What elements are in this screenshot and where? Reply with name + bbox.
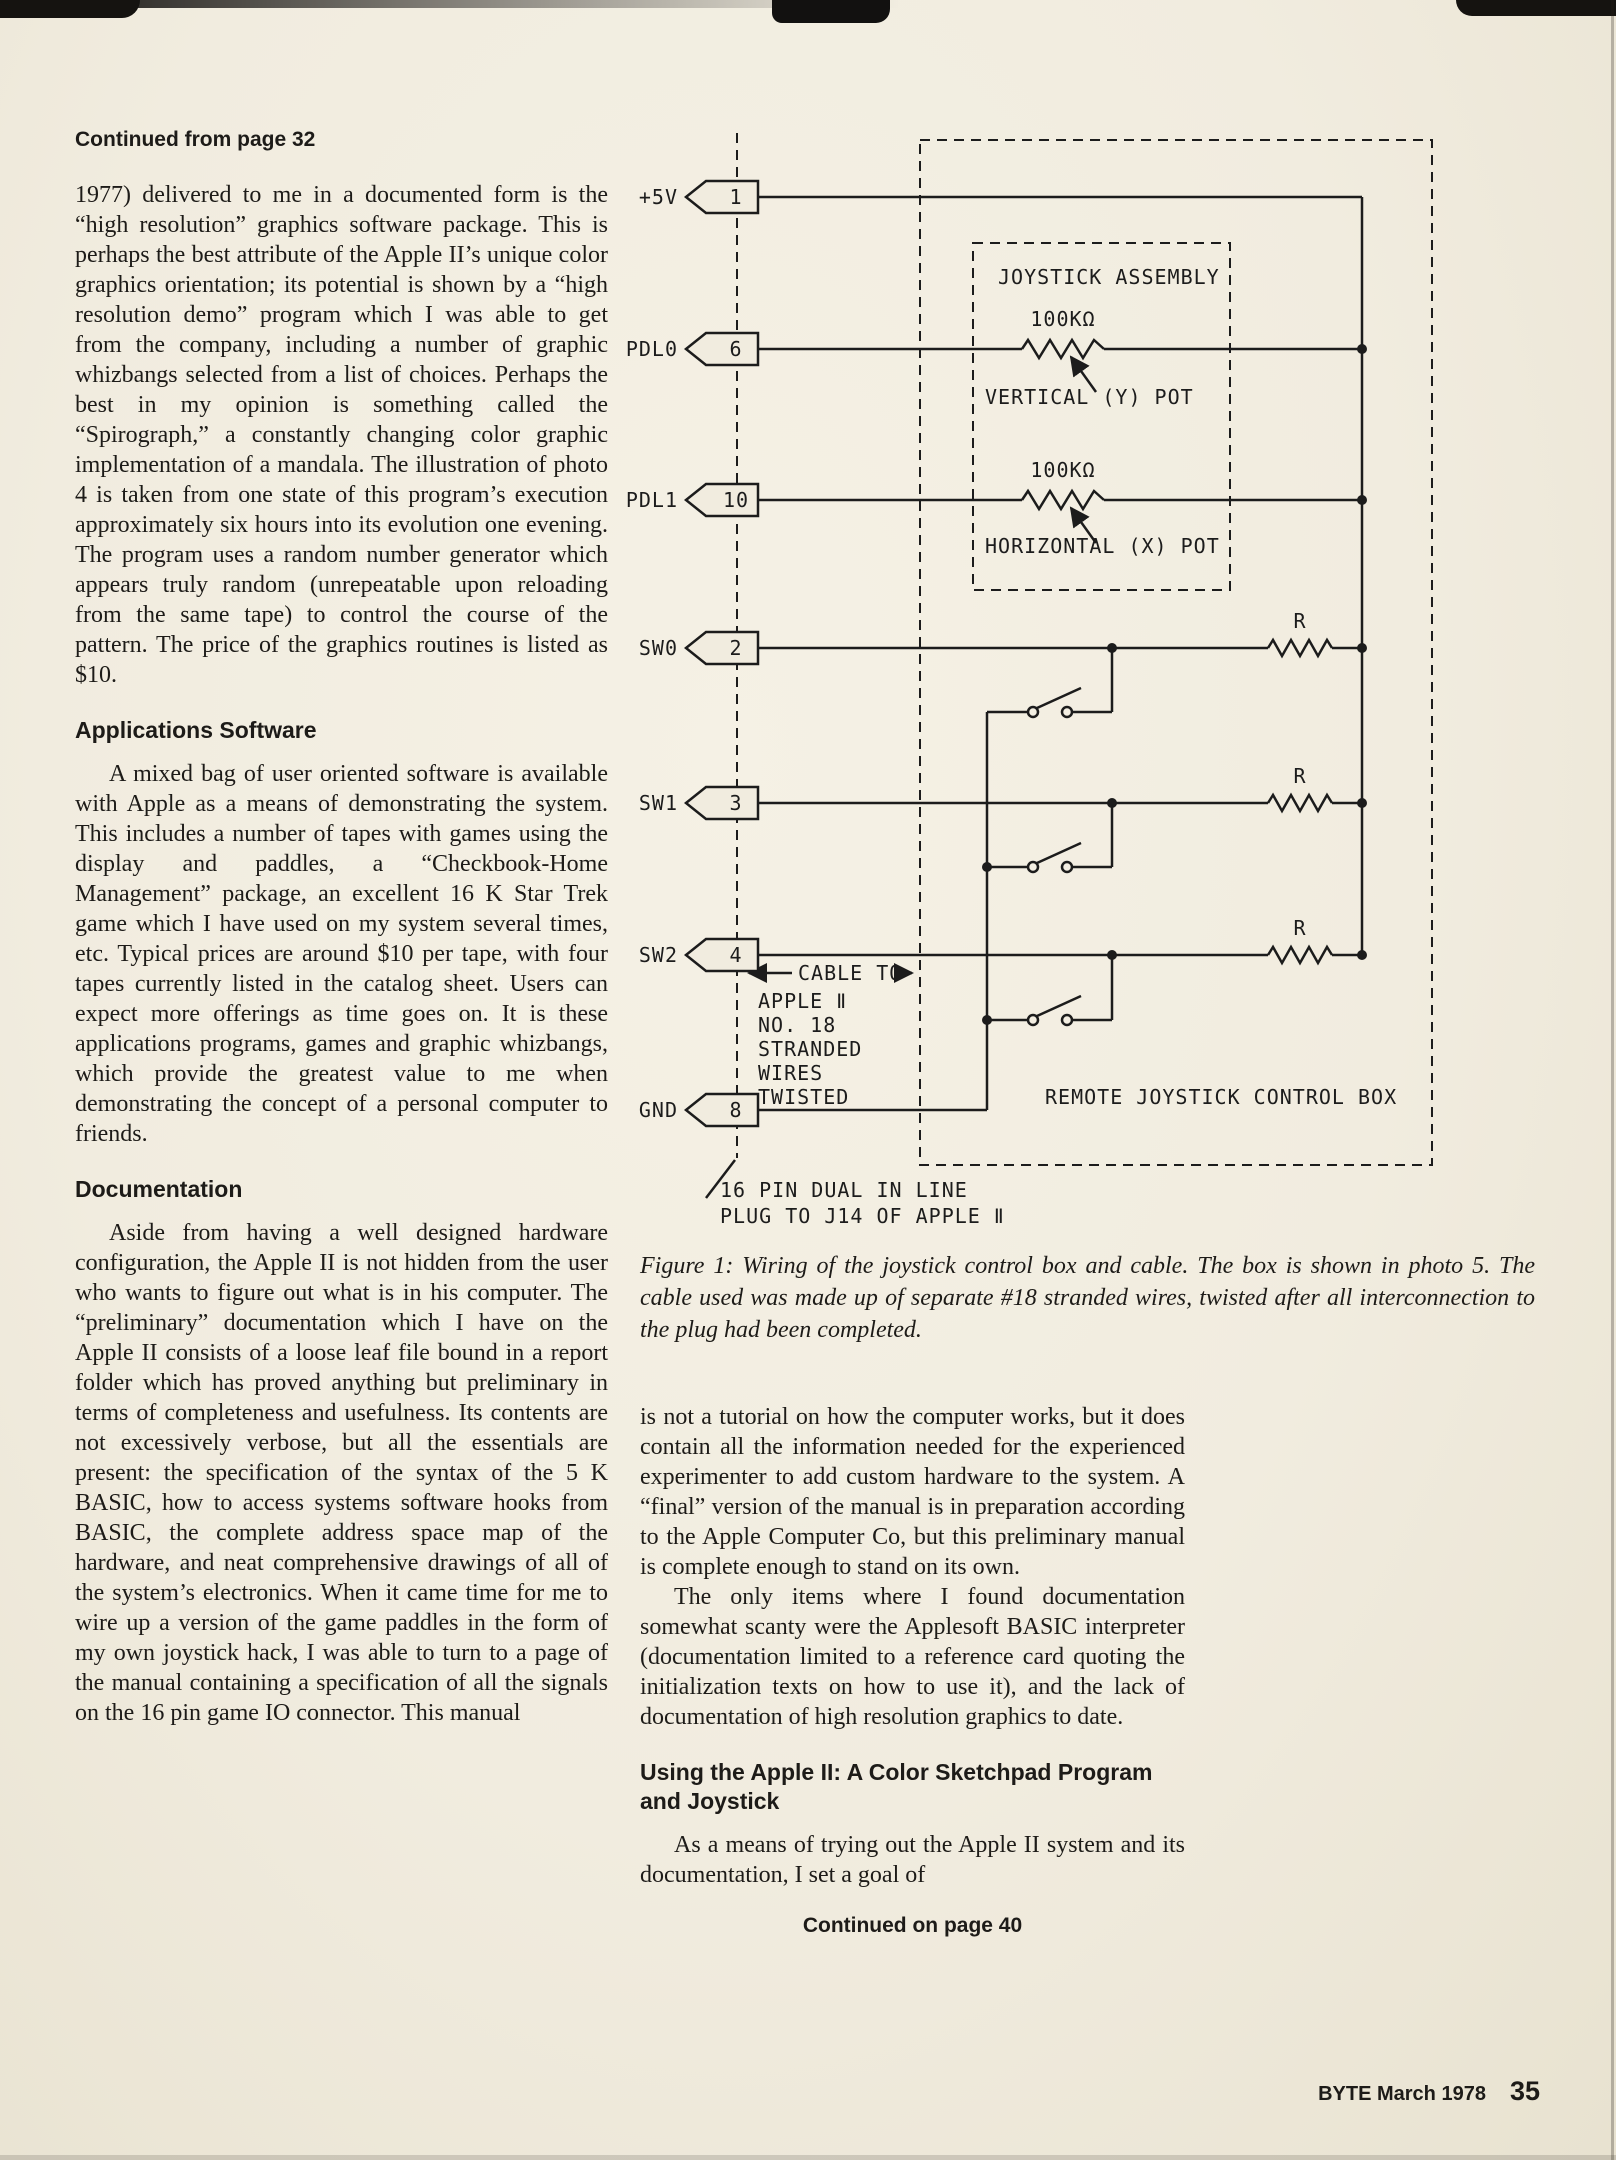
plug-label-line2: PLUG TO J14 OF APPLE Ⅱ [720, 1204, 1005, 1228]
switch-terminal [1026, 1013, 1040, 1027]
article-paragraph: The only items where I found documentati… [640, 1584, 1185, 1730]
pin-shape [683, 937, 760, 973]
heading-using-the-apple-ii: Using the Apple II: A Color Sketchpad Pr… [640, 1759, 1153, 1814]
branch-sw0 [987, 648, 1114, 714]
pin-shape [683, 482, 760, 518]
article-paragraph: As a means of trying out the Apple II sy… [640, 1832, 1185, 1888]
pin-shape [683, 630, 760, 666]
pin-shape [683, 1092, 760, 1128]
page-footer: BYTE March 1978 35 [1318, 2076, 1540, 2107]
branch-sw2 [987, 955, 1114, 1022]
pin-label: SW1 [639, 791, 678, 815]
article-paragraph: Aside from having a well designed hardwa… [75, 1220, 608, 1726]
resistor-label: R [1293, 916, 1306, 940]
switch-terminal [1060, 705, 1074, 719]
pin-label: PDL1 [626, 488, 678, 512]
scan-artifact [1456, 0, 1616, 16]
plug-label-line1: 16 PIN DUAL IN LINE [720, 1178, 968, 1202]
right-column: is not a tutorial on how the computer wo… [640, 1402, 1185, 1938]
pin-label: +5V [639, 185, 678, 209]
left-column: Continued from page 32 1977) delivered t… [75, 128, 608, 1728]
pin-connector-pdl0: PDL0 6 [626, 331, 760, 367]
cable-note-line: STRANDED [758, 1037, 862, 1061]
resistor-sw2 [1266, 944, 1334, 966]
pin-number: 4 [729, 943, 742, 967]
remote-box-label: REMOTE JOYSTICK CONTROL BOX [1045, 1085, 1397, 1109]
scan-artifact [0, 0, 140, 18]
resistor-label: R [1293, 764, 1306, 788]
cable-note-line: NO. 18 [758, 1013, 836, 1037]
switch-blade [1036, 686, 1082, 710]
wires [758, 195, 1364, 1112]
figure-caption: Figure 1: Wiring of the joystick control… [640, 1253, 1535, 1343]
scan-artifact [772, 0, 890, 23]
pin-number: 6 [729, 337, 742, 361]
pot-vertical-resistor [1020, 337, 1105, 361]
pin-number: 1 [729, 185, 742, 209]
pin-connector-5v: +5V 1 [639, 179, 760, 215]
pin-connector-sw1: SW1 3 [639, 785, 760, 821]
pin-label: SW2 [639, 943, 678, 967]
article-paragraph: is not a tutorial on how the computer wo… [640, 1404, 1185, 1580]
pin-number: 10 [723, 488, 749, 512]
heading-applications-software: Applications Software [75, 717, 317, 743]
pin-label: PDL0 [626, 337, 678, 361]
pin-number: 8 [729, 1098, 742, 1122]
resistor-sw0 [1266, 637, 1334, 659]
plug-pointer-line [705, 1159, 736, 1199]
joystick-assembly-label: JOYSTICK ASSEMBLY [998, 265, 1220, 289]
heading-documentation: Documentation [75, 1176, 243, 1202]
cable-note-line: TWISTED [758, 1085, 849, 1109]
pot-vertical-wiper-arrow [1069, 355, 1098, 393]
pot2-value-label: 100KΩ [1030, 458, 1095, 482]
scan-artifact [0, 0, 900, 8]
cable-to-label: CABLE TO [798, 961, 902, 985]
resistor-sw1 [1266, 792, 1334, 814]
scan-artifact [1611, 0, 1614, 2160]
pin-label: GND [639, 1098, 678, 1122]
switch-terminal [1026, 860, 1040, 874]
continued-on-note: Continued on page 40 [802, 1914, 1023, 1937]
switch-sw2 [1026, 994, 1082, 1027]
pot-horizontal-resistor [1020, 488, 1105, 512]
continued-from-note: Continued from page 32 [75, 128, 316, 151]
pot1-value-label: 100KΩ [1030, 307, 1095, 331]
article-paragraph: A mixed bag of user oriented software is… [75, 761, 608, 1147]
joystick-assembly-outline [972, 242, 1231, 591]
pin-shape [683, 785, 760, 821]
pin-number: 3 [729, 791, 742, 815]
pin-connector-sw2: SW2 4 [639, 937, 760, 973]
magazine-name: BYTE March 1978 [1318, 2083, 1486, 2105]
pin-number: 2 [729, 636, 742, 660]
switch-sw0 [1026, 686, 1082, 719]
pot-horizontal-wiper-arrow [1069, 506, 1098, 544]
article-paragraph: 1977) delivered to me in a documented fo… [75, 182, 608, 688]
resistor-label: R [1293, 609, 1306, 633]
remote-box-outline [919, 139, 1433, 1166]
wire-5v-rail [758, 195, 1364, 955]
switch-terminal [1060, 1013, 1074, 1027]
switch-blade [1036, 994, 1082, 1018]
switch-terminal [1026, 705, 1040, 719]
pin-label: SW0 [639, 636, 678, 660]
scan-artifact [0, 2155, 1616, 2160]
branch-sw1 [987, 803, 1114, 869]
switch-blade [1036, 841, 1082, 865]
page-number: 35 [1509, 2076, 1540, 2106]
pin-connector-gnd: GND 8 [639, 1092, 760, 1128]
switch-terminal [1060, 860, 1074, 874]
cable-note-line: APPLE Ⅱ [758, 989, 847, 1013]
cable-note-line: WIRES [758, 1061, 823, 1085]
pin-connector-pdl1: PDL1 10 [626, 482, 760, 518]
pot1-name-label: VERTICAL (Y) POT [985, 385, 1194, 409]
pin-shape [683, 179, 760, 215]
pot2-name-label: HORIZONTAL (X) POT [985, 534, 1220, 558]
switch-sw1 [1026, 841, 1082, 874]
pin-shape [683, 331, 760, 367]
junction-dots [982, 344, 1367, 1025]
pin-connector-sw0: SW0 2 [639, 630, 760, 666]
